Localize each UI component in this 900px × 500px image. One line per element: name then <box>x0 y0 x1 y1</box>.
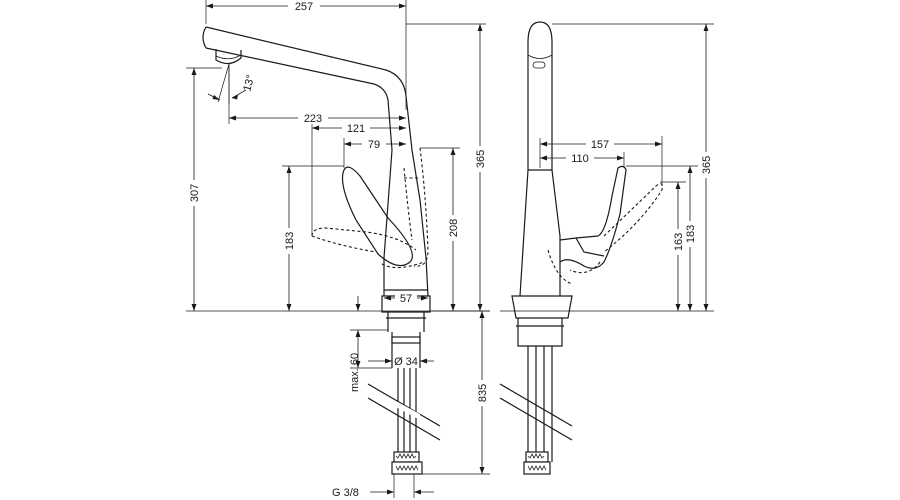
shank-upper <box>387 312 425 332</box>
bg-835 <box>476 380 488 406</box>
label-157: 157 <box>591 139 609 151</box>
front-spout-right <box>527 21 553 170</box>
front-shank <box>517 318 563 347</box>
front-lever-alt <box>603 183 663 253</box>
body-right-edge <box>411 149 429 297</box>
bg-57 <box>395 292 417 304</box>
front-body-right <box>551 169 561 296</box>
label-163: 163 <box>673 233 685 251</box>
shank-clip <box>391 336 421 344</box>
front-hose-dashed <box>547 249 573 285</box>
hose-dashed-bottom <box>381 261 425 269</box>
handle-alt-position-lower <box>311 235 377 253</box>
front-body-left <box>519 169 529 297</box>
ext-g38 <box>393 474 415 498</box>
label-183-right: 183 <box>685 225 697 243</box>
faucet-side-view <box>202 26 441 475</box>
bg-110 <box>566 152 594 164</box>
label-g38: G 3/8 <box>332 487 359 499</box>
left-dimensions: 257 365 223 121 79 307 <box>186 0 490 499</box>
label-57: 57 <box>400 293 412 305</box>
bg-dia34 <box>393 355 419 367</box>
front-lever-inner <box>575 237 605 257</box>
break-line-upper <box>367 383 441 427</box>
arrows-g38 <box>387 489 421 495</box>
front-nut-thread <box>527 465 547 471</box>
faucet-front-view <box>499 21 663 475</box>
label-365-left: 365 <box>475 150 487 168</box>
aerator <box>215 49 242 65</box>
bg-163 <box>672 229 684 255</box>
right-dimensions: 157 110 163 183 365 <box>500 23 714 312</box>
bg-79 <box>362 138 386 150</box>
label-dia34: Ø 34 <box>394 356 418 368</box>
bg-365-left <box>474 146 486 172</box>
handle <box>341 166 413 267</box>
spout-end <box>202 26 207 49</box>
bg-121 <box>342 122 370 134</box>
arrows-79 <box>344 141 406 147</box>
front-lever-alt-base <box>569 261 601 274</box>
bg-257 <box>288 0 320 12</box>
ext-13deg-angle <box>217 63 230 103</box>
label-max60: max. 60 <box>349 353 361 392</box>
ext-max60 <box>350 329 392 369</box>
front-spout-cap <box>527 54 553 59</box>
bg-183-right <box>684 221 696 247</box>
label-835: 835 <box>477 384 489 402</box>
front-lever <box>559 165 627 269</box>
label-307: 307 <box>189 184 201 202</box>
front-hoses <box>527 346 553 462</box>
label-13deg: 13° <box>241 74 257 93</box>
label-121: 121 <box>347 123 365 135</box>
front-hose-thread <box>527 453 545 459</box>
break-gap <box>394 400 420 420</box>
hose-thread <box>395 453 417 459</box>
ext-257 <box>205 0 407 110</box>
aerator-ring <box>215 54 242 60</box>
label-208: 208 <box>448 219 460 237</box>
label-183-left: 183 <box>284 232 296 250</box>
bg-157 <box>586 138 614 150</box>
spout-bottom-edge <box>205 47 393 151</box>
hose-dashed-inner <box>403 167 413 241</box>
bg-208 <box>447 215 459 241</box>
label-223: 223 <box>304 113 322 125</box>
bg-183-left <box>283 228 295 254</box>
front-spout-nozzle <box>532 61 546 69</box>
front-break-upper <box>499 383 573 427</box>
label-365-right: 365 <box>701 156 713 174</box>
bg-223 <box>298 112 328 124</box>
label-79: 79 <box>368 139 380 151</box>
front-break-lower <box>499 397 573 441</box>
ext-835 <box>422 310 490 475</box>
break-line-lower <box>367 397 441 441</box>
arrows-13deg <box>212 95 238 100</box>
body-left-edge <box>383 149 393 296</box>
label-110: 110 <box>571 153 589 165</box>
nut-thread <box>395 465 419 471</box>
arrow-counter <box>355 304 361 311</box>
label-257: 257 <box>295 1 313 13</box>
bg-365-right <box>700 152 712 178</box>
bg-307 <box>188 180 200 206</box>
front-base <box>511 295 573 319</box>
